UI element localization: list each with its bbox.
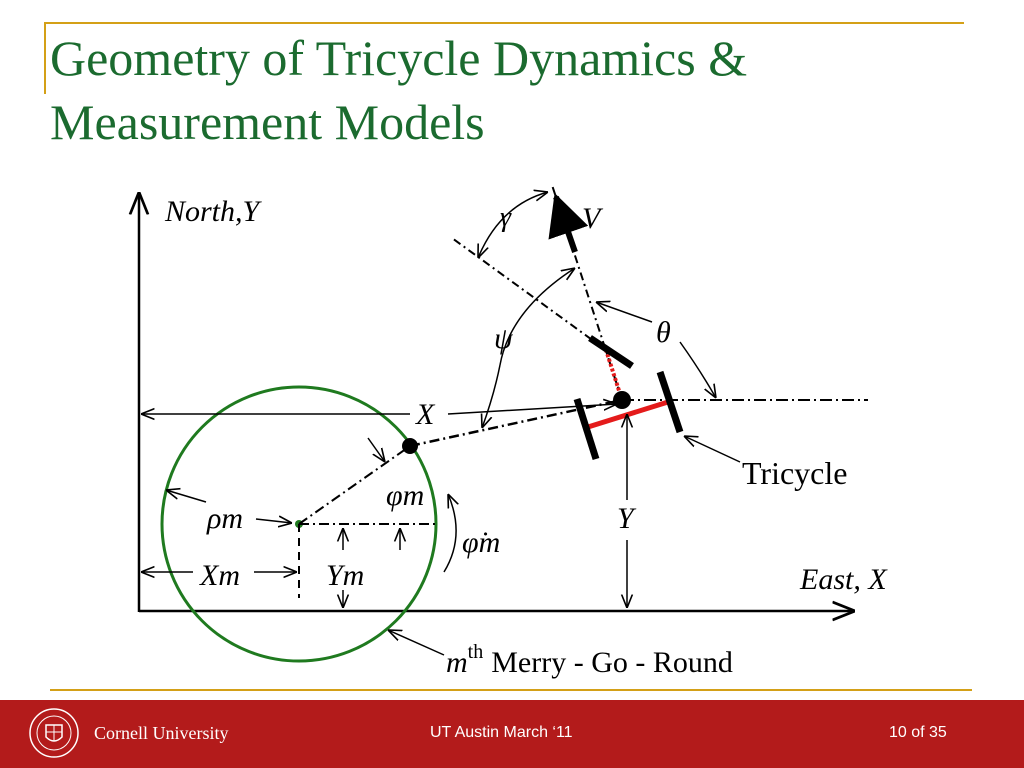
rho-m-label: ρm <box>206 502 243 535</box>
x-extent-right-arrow <box>447 404 617 415</box>
tricycle-reference-point <box>613 391 631 409</box>
title-line-2: Measurement Models <box>50 94 485 150</box>
tricycle-pointer <box>684 436 741 463</box>
title-line-1: Geometry of Tricycle Dynamics & <box>50 30 748 86</box>
footer-bar: Cornell University UT Austin March ‘11 1… <box>0 700 1024 768</box>
velocity-arrow <box>548 193 589 253</box>
tricycle-left-wheel <box>573 397 600 461</box>
north-axis-label: North,Y <box>164 195 263 228</box>
cornell-seal-icon <box>29 708 79 758</box>
sight-line <box>409 398 623 448</box>
rim-point <box>402 438 418 454</box>
top-gold-rule <box>44 22 964 24</box>
phi-m-pointer-line <box>367 437 385 462</box>
psi-label: ψ <box>494 322 514 355</box>
x-extent-label: X <box>415 398 436 431</box>
theta-pointer-east <box>679 341 716 398</box>
merry-go-round-circle <box>160 385 438 663</box>
theta-label: θ <box>656 316 671 349</box>
front-wheel-direction <box>451 237 607 351</box>
merry-go-round-m: m <box>446 646 468 679</box>
page-number: 10 of 35 <box>889 724 947 741</box>
psi-arc-lower <box>482 364 501 428</box>
rho-line <box>298 445 411 525</box>
tricycle-geometry-diagram: North,Y East, X X Y γ V ψ θ Tricycle <box>0 184 888 679</box>
y-m-label: Υm <box>326 559 364 592</box>
phi-dot-arc <box>443 494 456 573</box>
merry-go-round-th: th <box>468 641 484 663</box>
tricycle-front-wheel <box>588 335 634 369</box>
east-axis-label: East, X <box>799 563 888 596</box>
merry-go-round-text: Merry - Go - Round <box>491 646 733 679</box>
rho-m-right-arrow <box>255 519 292 523</box>
merry-go-round-label: mth Merry - Go - Round <box>446 641 733 679</box>
bottom-gold-rule <box>50 689 972 691</box>
university-name: Cornell University <box>94 723 229 743</box>
tricycle-front-link <box>604 349 624 401</box>
footer-center-text: UT Austin March ‘11 <box>430 724 573 741</box>
gamma-arc <box>478 192 548 258</box>
left-gold-rule <box>44 22 46 94</box>
theta-pointer-heading <box>596 302 653 323</box>
phi-m-label: φm <box>386 479 424 512</box>
merry-go-round-pointer <box>388 630 445 656</box>
slide-title: Geometry of Tricycle Dynamics & Measurem… <box>50 26 980 154</box>
phi-dot-m-label: φ̇m <box>462 526 500 559</box>
velocity-label: V <box>582 202 604 235</box>
tricycle-label: Tricycle <box>742 455 847 491</box>
psi-arc <box>499 268 575 366</box>
rho-m-left-arrow <box>166 490 207 503</box>
x-m-label: Xm <box>199 559 240 592</box>
tricycle-right-wheel <box>656 370 684 434</box>
y-extent-label: Y <box>617 502 637 535</box>
gamma-label: γ <box>500 202 512 233</box>
